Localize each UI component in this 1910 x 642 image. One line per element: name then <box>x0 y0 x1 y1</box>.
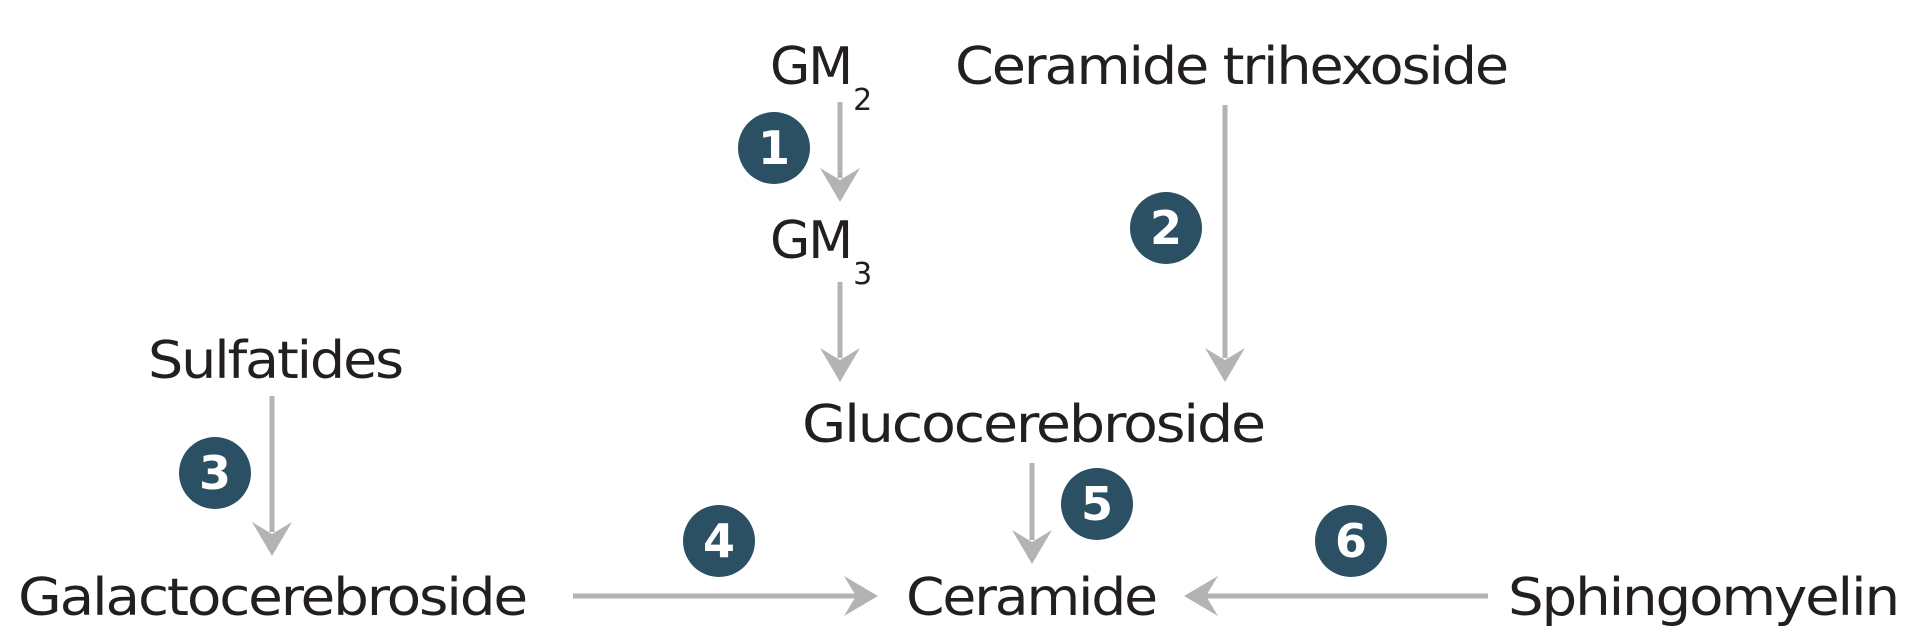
node-sphingomyelin: Sphingomyelin <box>1508 568 1898 628</box>
node-galactocerebroside: Galactocerebroside <box>18 568 526 628</box>
node-gm2-subscript: 2 <box>853 83 870 118</box>
step-badge-6: 6 <box>1315 505 1387 577</box>
step-badge-5-number: 5 <box>1081 477 1113 531</box>
node-ceramide-trihexoside: Ceramide trihexoside <box>955 37 1507 97</box>
node-sulfatides: Sulfatides <box>148 331 402 391</box>
arrow-galactocerebroside-to-ceramide <box>573 576 878 616</box>
node-gm2: GM2 <box>770 37 870 118</box>
step-badge-6-number: 6 <box>1335 514 1367 568</box>
node-gm3-base: GM <box>770 211 851 271</box>
node-ceramide: Ceramide <box>906 568 1156 628</box>
arrow-sphingomyelin-to-ceramide <box>1184 576 1488 616</box>
step-badge-2-number: 2 <box>1150 201 1182 255</box>
node-gm3-subscript: 3 <box>853 257 870 292</box>
step-badge-4-number: 4 <box>703 514 735 568</box>
arrow-gm3-to-glucocerebroside <box>820 282 860 382</box>
step-badge-1-number: 1 <box>758 121 790 175</box>
step-badge-4: 4 <box>683 505 755 577</box>
arrow-glucocerebroside-to-ceramide <box>1012 463 1052 564</box>
step-badge-3-number: 3 <box>199 446 231 500</box>
arrow-trihexoside-to-glucocerebroside <box>1205 105 1245 382</box>
node-gm3: GM3 <box>770 211 870 292</box>
node-glucocerebroside: Glucocerebroside <box>802 395 1264 455</box>
node-gm2-base: GM <box>770 37 851 97</box>
step-badge-3: 3 <box>179 437 251 509</box>
step-badge-1: 1 <box>738 112 810 184</box>
step-badge-2: 2 <box>1130 192 1202 264</box>
arrow-gm2-to-gm3 <box>820 102 860 202</box>
arrow-sulfatides-to-galactocerebroside <box>252 396 292 556</box>
step-badge-5: 5 <box>1061 468 1133 540</box>
